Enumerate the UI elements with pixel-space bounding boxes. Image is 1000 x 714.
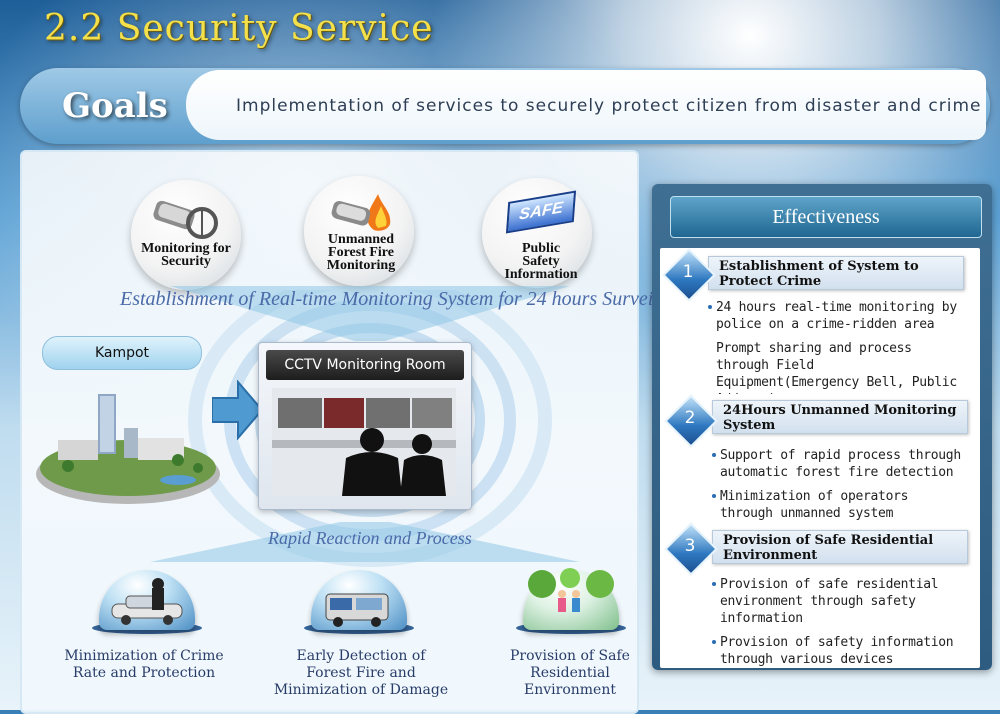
goals-text-box	[186, 70, 986, 140]
effect-3-bullet-2: Provision of safety information through …	[712, 634, 964, 668]
family-park-icon	[528, 568, 614, 612]
effect-item-3-heading: Provision of Safe Residential Environmen…	[712, 530, 968, 564]
effect-item-1-heading: Establishment of System to Protect Crime	[708, 256, 964, 290]
upper-funnel-arrow	[170, 286, 570, 341]
safe-sign-text: SAFE	[518, 199, 564, 224]
number-2: 2	[684, 408, 696, 428]
monitoring-security-circle	[131, 180, 241, 290]
effectiveness-title: Effectiveness	[670, 196, 982, 238]
headline-text: Establishment of Real-time Monitoring Sy…	[120, 288, 703, 310]
cctv-room-illustration	[272, 388, 456, 496]
fire-truck-icon	[325, 593, 389, 627]
lower-funnel-arrow	[150, 522, 580, 562]
effect-1-bullet-1: 24 hours real-time monitoring by police …	[708, 299, 964, 333]
page-title: 2.2 Security Service	[44, 8, 434, 49]
number-3: 3	[684, 536, 696, 556]
effect-2-bullet-2: Minimization of operators through unmann…	[712, 488, 964, 522]
city-illustration	[36, 394, 220, 504]
goals-text: Implementation of services to securely p…	[236, 96, 982, 116]
arrow-right-icon	[212, 380, 264, 440]
effect-2-bullet-1: Support of rapid process through automat…	[712, 447, 964, 481]
goals-label: Goals	[62, 86, 168, 126]
police-car-icon	[111, 578, 183, 625]
effectiveness-content	[660, 248, 980, 668]
cctv-camera-icon	[153, 200, 218, 239]
effect-1-bullet-2: Prompt sharing and process through Field…	[716, 340, 964, 394]
rapid-reaction-text: Rapid Reaction and Process	[268, 528, 472, 548]
number-1: 1	[682, 262, 694, 282]
forest-fire-circle	[304, 176, 414, 286]
cctv-title: CCTV Monitoring Room	[266, 350, 464, 380]
kampot-label: Kampot	[42, 336, 202, 370]
fire-camera-icon	[331, 194, 391, 231]
effect-item-2-heading: 24Hours Unmanned Monitoring System	[712, 400, 968, 434]
effect-3-bullet-1: Provision of safe residential environmen…	[712, 576, 964, 627]
